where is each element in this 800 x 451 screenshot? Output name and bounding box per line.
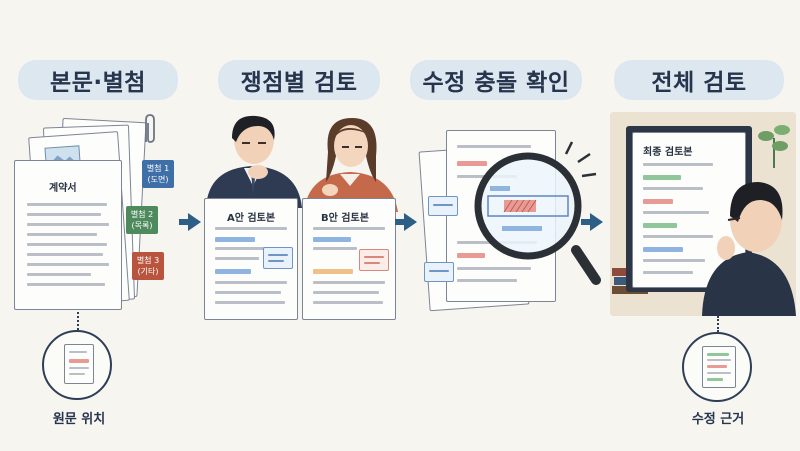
text-line [643, 187, 703, 190]
text-line [364, 262, 380, 264]
final-review-title: 최종 검토본 [643, 147, 693, 158]
text-line [27, 283, 105, 286]
plant-icon [758, 125, 790, 168]
text-line [313, 291, 379, 294]
review-doc-b-title: B안 검토본 [321, 213, 369, 224]
step-title-3: 수정 충돌 확인 [410, 60, 582, 100]
text-line [69, 351, 87, 353]
attachment-tab-2: 별첨 2 (목록) [126, 206, 158, 234]
revision-basis-circle [682, 332, 752, 402]
review-doc-a: A안 검토본 [204, 198, 298, 320]
text-line [215, 291, 281, 294]
attachment-tab-2-label: 별첨 2 (목록) [130, 210, 154, 230]
text-line [27, 223, 109, 226]
review-doc-b: B안 검토본 [302, 198, 396, 320]
revision-basis-label: 수정 근거 [691, 412, 745, 427]
final-reviewer [702, 182, 796, 316]
mini-document [702, 346, 736, 388]
conflict-note-2 [424, 262, 454, 282]
attachment-tab-1-label: 별첨 1 (도면) [146, 164, 170, 184]
text-line [313, 281, 385, 284]
highlight-red [69, 359, 89, 363]
text-line [27, 253, 103, 256]
text-line [215, 301, 285, 304]
step-title-2: 쟁점별 검토 [218, 60, 380, 100]
paperclip-icon [145, 114, 155, 143]
attachment-tab-3-label: 별첨 3 (기타) [136, 256, 160, 276]
magnifier-icon [474, 141, 601, 285]
comment-note-a [263, 247, 293, 269]
connector-dots-4 [717, 316, 719, 332]
text-line [215, 247, 281, 250]
highlight-green [643, 175, 681, 180]
highlight-green [707, 353, 729, 356]
text-line [268, 260, 284, 262]
step-title-1: 본문·별첨 [18, 60, 178, 100]
text-line [69, 367, 89, 369]
arrow-right-2 [395, 213, 417, 231]
text-line [215, 227, 287, 230]
source-location-label: 원문 위치 [52, 412, 106, 427]
text-line [643, 259, 705, 262]
arrow-right-1 [179, 213, 201, 231]
text-line [433, 204, 453, 206]
text-line [707, 372, 731, 374]
text-line [643, 271, 693, 274]
highlight-red [643, 199, 673, 204]
text-line [215, 281, 287, 284]
text-line [215, 257, 259, 260]
source-location-circle [42, 330, 112, 400]
connector-dots-1 [77, 312, 79, 330]
highlight-blue [313, 237, 351, 242]
text-line [27, 263, 109, 266]
text-line [707, 359, 731, 361]
reviewer-man [206, 115, 302, 208]
comment-note-b [359, 249, 389, 271]
text-line [457, 279, 517, 282]
highlight-red [457, 253, 485, 258]
highlight-red [457, 161, 487, 166]
text-line [69, 373, 85, 375]
text-line [27, 273, 91, 276]
text-line [643, 211, 709, 214]
reviewer-woman [304, 118, 398, 212]
highlight-blue [215, 237, 255, 242]
arrow-right-3 [581, 213, 603, 231]
text-line [313, 227, 385, 230]
text-line [643, 235, 713, 238]
text-line [457, 145, 531, 148]
review-doc-a-title: A안 검토본 [227, 213, 276, 224]
contract-document: 계약서 [14, 160, 122, 310]
text-line [364, 256, 384, 258]
text-line [643, 163, 713, 166]
text-line [27, 203, 107, 206]
text-line [457, 267, 531, 270]
highlight-green [707, 378, 723, 381]
mini-document [64, 344, 94, 384]
text-line [27, 213, 101, 216]
highlight-red [707, 365, 727, 368]
highlight-green [643, 223, 677, 228]
highlight-orange [313, 269, 353, 274]
conflict-note-1 [428, 196, 458, 216]
contract-title: 계약서 [49, 183, 77, 194]
step-title-4: 전체 검토 [614, 60, 784, 100]
attachment-tab-1: 별첨 1 (도면) [142, 160, 174, 188]
text-line [268, 254, 288, 256]
text-line [429, 270, 449, 272]
text-line [313, 247, 357, 250]
attachment-tab-3: 별첨 3 (기타) [132, 252, 164, 280]
highlight-blue [215, 269, 251, 274]
highlight-blue [643, 247, 683, 252]
text-line [27, 243, 107, 246]
text-line [313, 301, 383, 304]
text-line [27, 233, 97, 236]
